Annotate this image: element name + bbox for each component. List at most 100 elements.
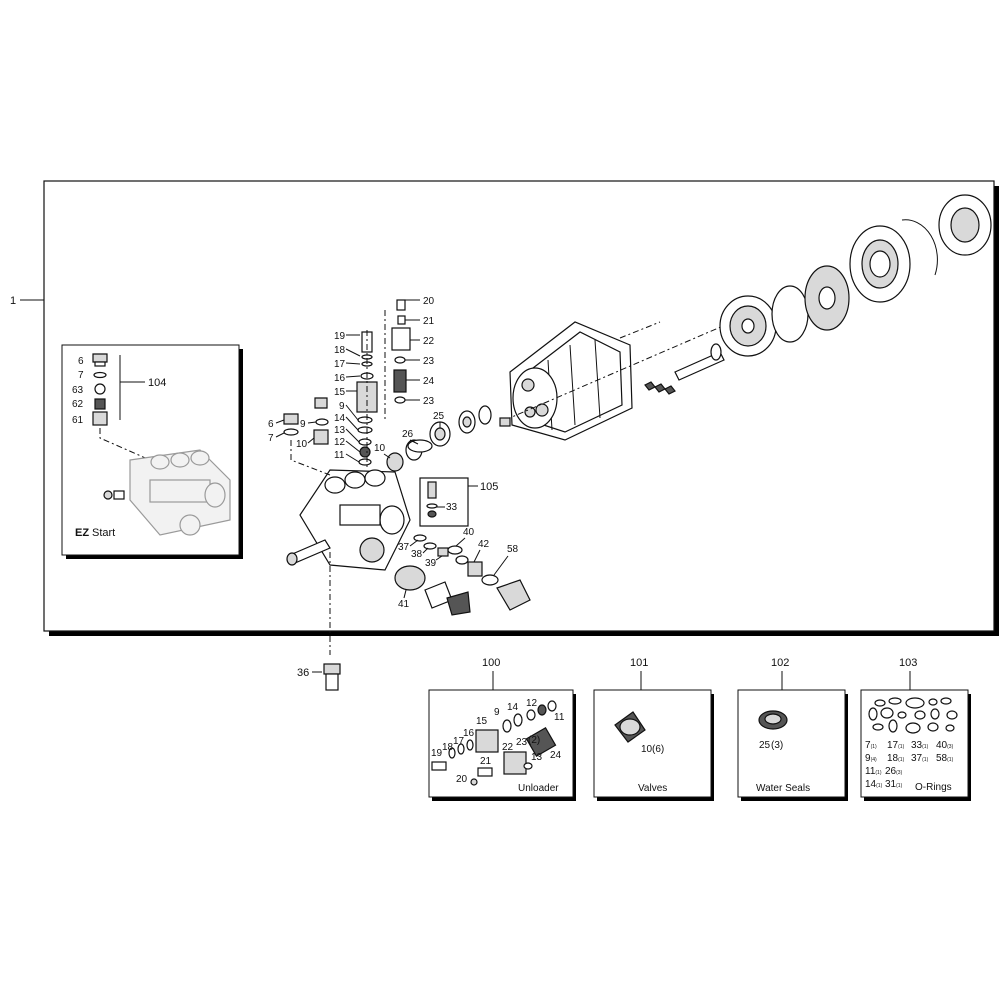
part-label: 17: [453, 736, 465, 747]
kit-valves: 101 10 (6) Valves: [593, 657, 714, 801]
part-label: 40: [463, 527, 475, 538]
part-qty: (6): [652, 744, 664, 755]
kit-callout: 100: [482, 657, 500, 669]
part-label: 23: [423, 396, 435, 407]
part-label: 17: [334, 359, 346, 370]
part-label: 13: [531, 752, 543, 763]
part-label: 20: [423, 296, 435, 307]
lower-parts: [394, 534, 531, 616]
part-qty: (1): [898, 757, 904, 763]
ez-part-label: 63: [72, 385, 84, 396]
part-label: 18: [442, 742, 454, 753]
part-label: 22: [423, 336, 435, 347]
svg-text:9(4): 9(4): [865, 753, 877, 764]
kit-label: Unloader: [518, 783, 559, 794]
ez-part-label: 61: [72, 415, 84, 426]
part-label: 42: [478, 539, 490, 550]
part-label: 15: [476, 716, 488, 727]
part-label: 26: [402, 429, 414, 440]
part-label: 9: [494, 707, 500, 718]
part-qty: (3): [896, 770, 902, 776]
part-label: 18: [334, 345, 346, 356]
part-label: 9: [865, 753, 871, 764]
part-qty: (3): [947, 744, 953, 750]
part-label: 19: [334, 331, 346, 342]
part-label: 40: [936, 740, 948, 751]
part-label: 24: [423, 376, 435, 387]
valve-icon: [614, 711, 646, 743]
part-label: 12: [334, 437, 346, 448]
part-label: 58: [936, 753, 948, 764]
part-label: 11: [865, 766, 876, 777]
part-label: 10: [296, 439, 308, 450]
crankcase: [509, 321, 633, 441]
part-label: 6: [268, 419, 274, 430]
pump-assembly: [283, 194, 992, 655]
svg-text:14(1): 14(1): [865, 779, 883, 790]
svg-text:26(3): 26(3): [885, 766, 903, 777]
shaft: [644, 343, 725, 395]
o-ring-table: 7(1) 17(1) 33(1) 40(3) 9(4) 18(1) 37(1) …: [865, 740, 954, 790]
part-label: 19: [431, 748, 443, 759]
part-label: 22: [502, 742, 514, 753]
ez-start-title-bold: EZ: [75, 527, 89, 539]
svg-text:33(1): 33(1): [911, 740, 929, 751]
spring-icon: [94, 398, 106, 410]
part-label: 18: [887, 753, 899, 764]
part-qty: (4): [871, 757, 877, 763]
svg-text:37(1): 37(1): [911, 753, 929, 764]
ez-manifold-ghost: [129, 449, 231, 536]
fitting-group-callout: 105: [480, 481, 498, 493]
ez-start-parts: 6 7 63 62 61: [72, 353, 108, 426]
kit-callout: 101: [630, 657, 648, 669]
part-label: 41: [398, 599, 410, 610]
part-qty: (1): [876, 783, 882, 789]
svg-text:31(1): 31(1): [885, 779, 903, 790]
part-qty: (1): [922, 744, 928, 750]
ez-part-label: 7: [78, 370, 84, 381]
svg-text:7(1): 7(1): [865, 740, 877, 751]
part-label: 20: [456, 774, 468, 785]
part-label: 58: [507, 544, 519, 555]
part-label: 21: [423, 316, 435, 327]
middle-parts: [407, 439, 433, 453]
svg-text:11(1): 11(1): [865, 766, 882, 777]
ez-small-part-icon: [103, 490, 113, 500]
o-ring-set-icon: [868, 697, 958, 734]
part-label: 10: [641, 744, 653, 755]
part-label: 17: [887, 740, 899, 751]
part-label: 24: [550, 750, 562, 761]
ez-part-label: 6: [78, 356, 84, 367]
part-label: 14: [507, 702, 519, 713]
part-qty: (1): [922, 757, 928, 763]
manifold-head: [286, 469, 411, 571]
part-label: 33: [911, 740, 923, 751]
part-label: 11: [554, 712, 565, 723]
svg-text:18(1): 18(1): [887, 753, 905, 764]
part-label: 25: [433, 411, 445, 422]
part-label: 16: [334, 373, 346, 384]
part-qty: (1): [871, 744, 877, 750]
fitting-group-105: [419, 477, 478, 527]
kit-unloader: 100 12 9 14 11 15 16 17 18 19 22 23 (2) …: [428, 657, 576, 801]
kit-water-seals: 102 25 (3) Water Seals: [737, 657, 848, 801]
part-label: 12: [526, 698, 538, 709]
ez-start-callout: 104: [148, 377, 166, 389]
o-ring-icon: [93, 371, 107, 379]
part-label: 9: [339, 401, 345, 412]
plug-icon: [92, 353, 108, 363]
svg-text:58(1): 58(1): [936, 753, 954, 764]
part-label: 13: [334, 425, 346, 436]
part-label: 39: [425, 558, 437, 569]
part-qty: (1): [896, 783, 902, 789]
part-label: 7: [865, 740, 871, 751]
ez-start-title: Start: [92, 527, 115, 539]
part-label: 10: [374, 443, 386, 454]
svg-text:17(1): 17(1): [887, 740, 905, 751]
water-seal-icon: [758, 710, 788, 730]
part-suffix: (2): [528, 735, 540, 746]
ez-fitting-icon: [113, 490, 125, 500]
part-label: 25: [759, 740, 771, 751]
part-label: 33: [446, 502, 458, 513]
main-callout: 1: [10, 295, 16, 307]
